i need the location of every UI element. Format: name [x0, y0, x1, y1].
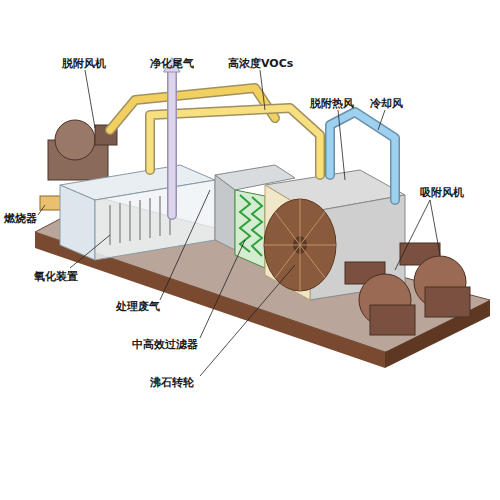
part-label: 高浓度VOCs	[228, 57, 293, 70]
part-label: 净化尾气	[150, 57, 194, 70]
part-label: 处理废气	[116, 300, 160, 313]
adsorption-fan	[400, 243, 470, 317]
rotor-spokes	[264, 199, 336, 291]
oxidizer-core	[110, 195, 170, 245]
leader-lines	[38, 70, 440, 376]
duct-side	[215, 175, 235, 250]
part-label: 氧化装置	[34, 270, 78, 283]
part-label: 吸附风机	[420, 186, 464, 199]
part-label: 燃烧器	[4, 212, 37, 225]
filter-frame	[235, 190, 265, 268]
adsorption-fan	[345, 262, 415, 335]
part-label: 沸石转轮	[150, 376, 194, 389]
part-label: 脱附热风	[310, 97, 354, 110]
pipes	[110, 58, 395, 215]
part-label: 中高效过滤器	[132, 338, 198, 351]
filter-pleats	[240, 195, 262, 256]
fan-scroll	[55, 120, 95, 160]
part-label: 冷却风	[370, 97, 403, 110]
zeolite-rotor	[264, 199, 336, 291]
oxidizer-side	[60, 185, 95, 260]
oxidizer-front	[95, 180, 215, 260]
part-label: 脱附风机	[62, 57, 106, 70]
